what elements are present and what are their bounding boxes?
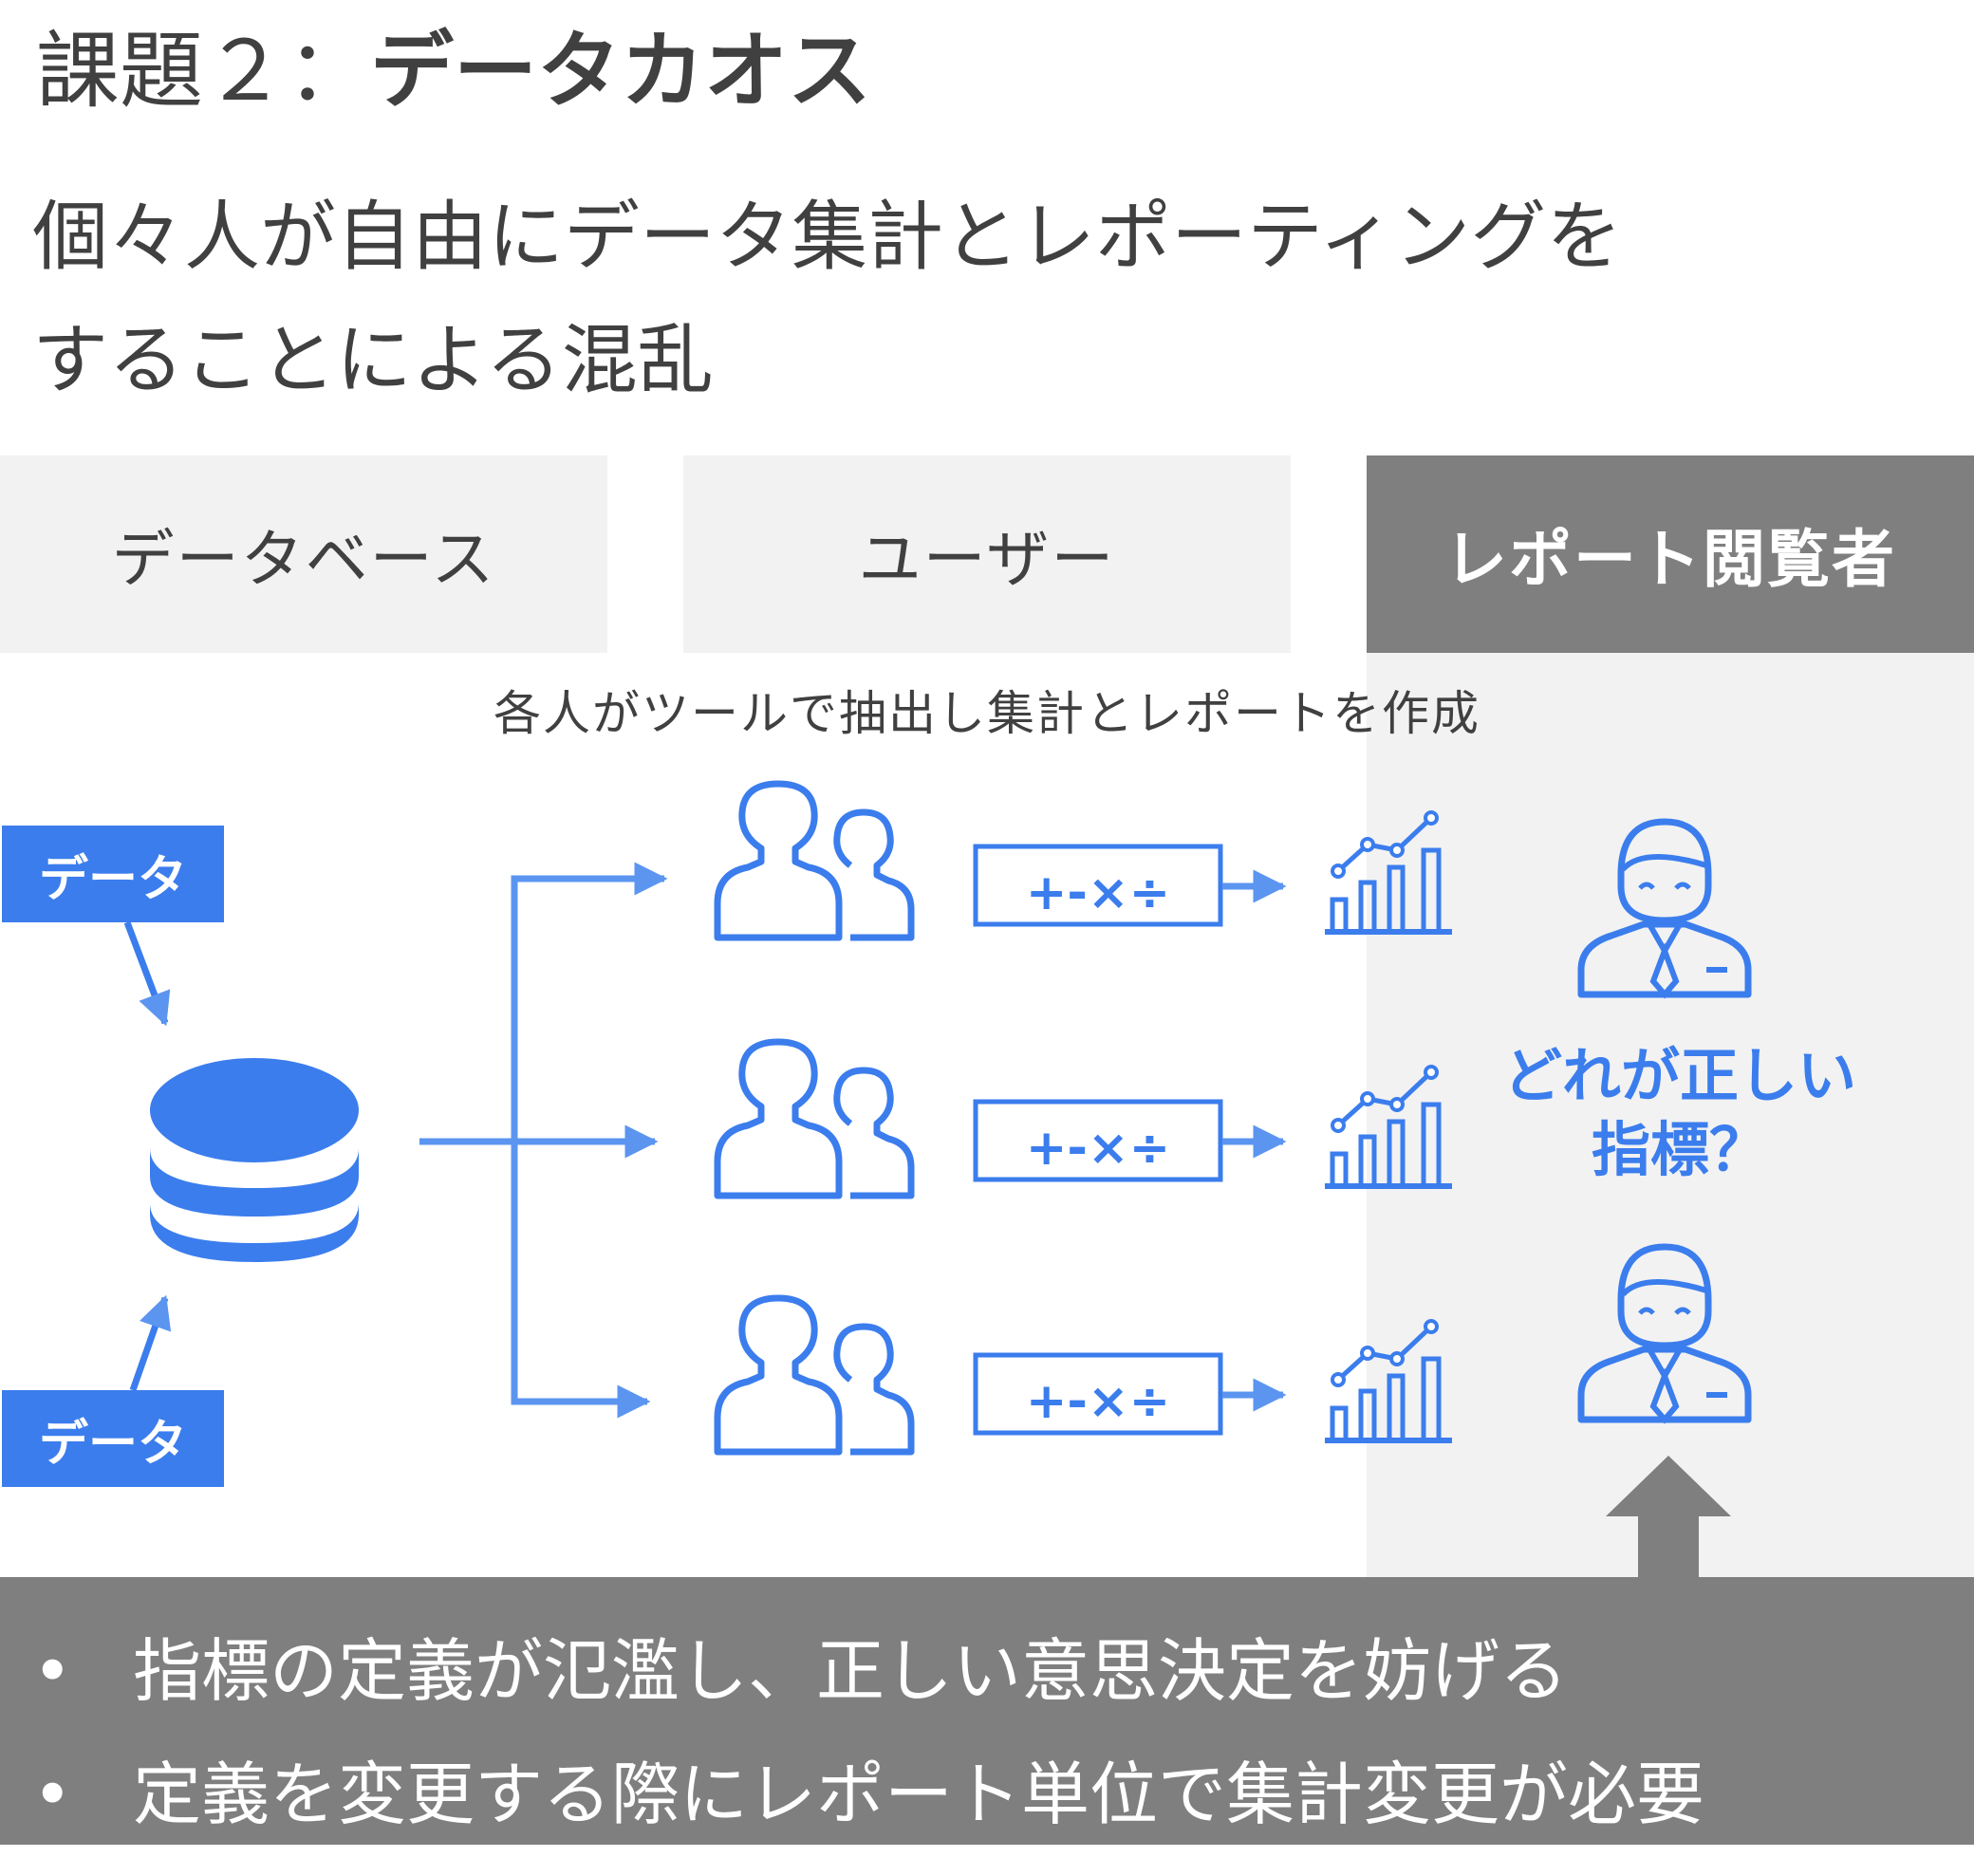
businessman-icon (1581, 822, 1748, 994)
title-main: データカオス (370, 22, 872, 120)
column-header-viewer: レポート閲覧者 (1367, 455, 1974, 653)
bullet-text-2: 定義を変更する際にレポート単位で集計変更が必要 (133, 1755, 1705, 1834)
page-title: 課題２：データカオス (36, 21, 871, 121)
bullet-text-1: 指標の定義が氾濫し、正しい意思決定を妨げる (133, 1631, 1569, 1711)
bar-line-chart-icon (1325, 1321, 1452, 1440)
bullet-dot-icon: • (32, 1755, 73, 1834)
user-group-icon (717, 1298, 911, 1452)
conclusion-bar (0, 1577, 1974, 1845)
data-inflow-arrow-top (123, 920, 171, 1027)
column-header-user: ユーザー (683, 455, 1291, 653)
question-text: どれが正しい 指標？ (1480, 1039, 1879, 1186)
distribution-arrows (419, 862, 668, 1419)
title-prefix: 課題２： (36, 22, 371, 120)
diagram-caption: 各人がツールで抽出し集計とレポートを作成 (494, 686, 1480, 741)
data-inflow-arrow-bottom (129, 1294, 172, 1392)
question-line-2: 指標？ (1591, 1114, 1768, 1184)
bar-line-chart-icon (1325, 812, 1452, 932)
report-arrows (1222, 869, 1287, 1412)
data-tag-top: データ (2, 826, 224, 922)
operation-box-3: +-×÷ (973, 1352, 1223, 1436)
user-group-icon (717, 784, 911, 938)
user-group-icon (717, 1042, 911, 1196)
operation-label: +-×÷ (1026, 1120, 1170, 1177)
businessman-icon (1581, 1247, 1748, 1420)
up-arrow-icon (1606, 1456, 1731, 1581)
operation-label: +-×÷ (1026, 864, 1170, 921)
operation-label: +-×÷ (1026, 1373, 1170, 1430)
bullet-dot-icon: • (32, 1631, 73, 1711)
bar-line-chart-icon (1325, 1067, 1452, 1186)
column-header-database: データベース (0, 455, 607, 653)
subtitle: 個々人が自由にデータ集計とレポーティングを することによる混乱 (32, 176, 1622, 422)
viewer-panel (1367, 653, 1974, 1602)
bullet-item-2: • 定義を変更する際にレポート単位で集計変更が必要 (32, 1738, 1704, 1838)
question-line-1: どれが正しい (1502, 1041, 1856, 1110)
subtitle-line-2: することによる混乱 (32, 316, 714, 404)
database-icon (150, 1058, 359, 1262)
bullet-item-1: • 指標の定義が氾濫し、正しい意思決定を妨げる (32, 1615, 1568, 1715)
subtitle-line-1: 個々人が自由にデータ集計とレポーティングを (32, 193, 1623, 281)
operation-box-2: +-×÷ (973, 1099, 1223, 1182)
data-tag-bottom: データ (2, 1390, 224, 1487)
operation-box-1: +-×÷ (973, 844, 1223, 927)
